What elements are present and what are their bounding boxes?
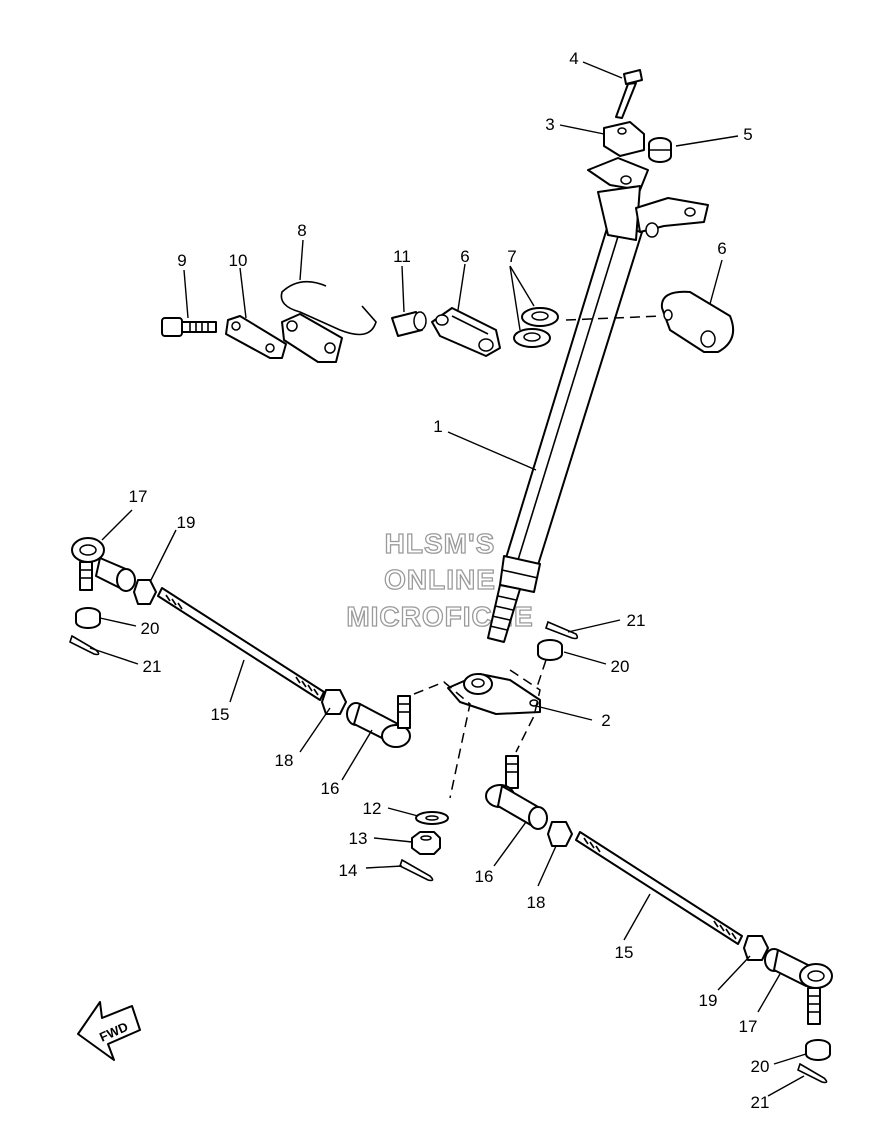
callout-2: 2: [601, 711, 610, 730]
part-nut-13: [411, 831, 441, 855]
part-tie-rod-end-left-inner: [346, 695, 411, 748]
part-cotter-pin-14: [399, 858, 434, 882]
part-tie-rod-end-right-outer: [764, 948, 833, 1025]
callout-20-right-bottom: 20: [751, 1057, 770, 1076]
callout-9: 9: [177, 251, 186, 270]
callout-17-left: 17: [129, 487, 148, 506]
callout-7: 7: [507, 247, 516, 266]
part-spring-clip: [280, 280, 377, 363]
callout-5: 5: [743, 125, 752, 144]
part-collar: [391, 311, 427, 337]
callout-3: 3: [545, 115, 554, 134]
callout-20-right-top: 20: [611, 657, 630, 676]
part-holder-left: [431, 307, 501, 357]
part-nut-19-left: [133, 579, 157, 605]
part-tie-rod-right: [575, 831, 743, 945]
part-tie-rod-left: [157, 587, 325, 701]
part-nut-18-left: [321, 689, 347, 715]
part-nut-20-right-top: [537, 639, 563, 661]
callout-20-left: 20: [141, 619, 160, 638]
callout-1: 1: [433, 417, 442, 436]
watermark-line-1: HLSM'S: [385, 528, 496, 559]
callout-6-right: 6: [717, 239, 726, 258]
callout-10: 10: [229, 251, 248, 270]
callout-11: 11: [393, 247, 411, 266]
callout-18-left: 18: [275, 751, 294, 770]
callout-16-right: 16: [475, 867, 494, 886]
part-lock-plate: [225, 315, 287, 359]
callout-14: 14: [339, 861, 358, 880]
assembly-lines: [413, 315, 663, 799]
watermark-line-2: ONLINE: [384, 564, 496, 595]
callout-19-left: 19: [177, 513, 196, 532]
part-bolt-top: [615, 69, 643, 119]
part-cotter-pin-21-right-bottom: [797, 1062, 828, 1084]
callout-8: 8: [297, 221, 306, 240]
leader-lines: [89, 61, 807, 1097]
callout-18-right: 18: [527, 893, 546, 912]
part-tie-rod-end-left-outer: [71, 537, 136, 592]
part-holder-right: [660, 290, 734, 353]
callout-6-left: 6: [460, 247, 469, 266]
part-pitman-arm: [447, 673, 541, 715]
part-nut-20-right-bottom: [805, 1039, 831, 1061]
callout-21-right-bottom: 21: [751, 1093, 770, 1112]
part-nut-top: [648, 137, 672, 163]
part-bolt-left: [161, 317, 217, 337]
callout-16-left: 16: [321, 779, 340, 798]
callout-labels: 4 3 5 6 6 7 8 11 9 10 1 2 17 19 20 21 15…: [129, 49, 770, 1112]
forward-direction-arrow: FWD: [77, 1001, 141, 1061]
part-nut-20-left: [75, 607, 101, 629]
callout-17-right: 17: [739, 1017, 758, 1036]
callout-21-left: 21: [143, 657, 162, 676]
callout-19-right: 19: [699, 991, 718, 1010]
part-tie-rod-end-right-inner: [485, 755, 548, 830]
part-steering-shaft: [487, 157, 709, 643]
part-nut-19-right: [743, 935, 769, 961]
part-cotter-pin-21-right-top: [544, 620, 579, 640]
callout-21-right-top: 21: [627, 611, 646, 630]
part-nut-18-right: [547, 821, 573, 847]
callout-15-right: 15: [615, 943, 634, 962]
part-clamp-cap: [603, 121, 645, 157]
callout-13: 13: [349, 829, 368, 848]
part-cotter-pin-21-left: [69, 634, 100, 656]
callout-15-left: 15: [211, 705, 230, 724]
part-washers: [513, 307, 559, 348]
callout-12: 12: [363, 799, 382, 818]
callout-4: 4: [569, 49, 578, 68]
part-washer-12: [415, 811, 449, 825]
